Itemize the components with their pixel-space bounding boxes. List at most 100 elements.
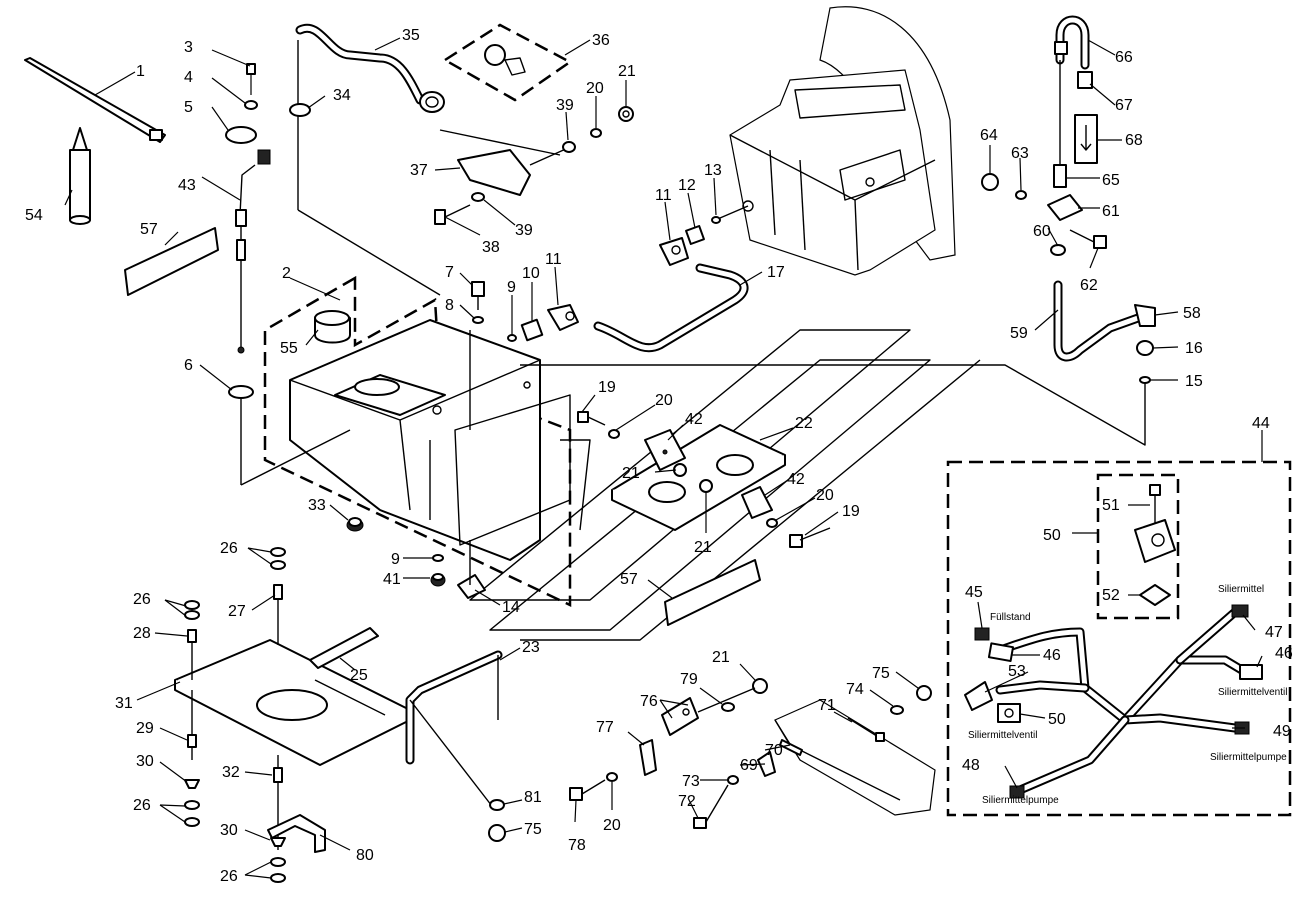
clamp-plate-42-upper — [644, 429, 686, 471]
strap-25 — [309, 627, 379, 669]
part-number-26-a: 26 — [220, 540, 238, 557]
filler-cap-group — [442, 23, 573, 102]
part-number-50-group: 50 — [1043, 527, 1061, 544]
level-sensor-assembly — [225, 63, 351, 486]
part-number-78: 78 — [568, 837, 586, 854]
part-number-26-d: 26 — [220, 868, 238, 885]
base-frame — [174, 639, 411, 766]
part-number-22: 22 — [795, 415, 813, 432]
part-number-26-c: 26 — [133, 797, 151, 814]
fitting-65 — [1053, 164, 1067, 188]
part-number-46-right: 46 — [1275, 645, 1293, 662]
bleed-screw — [471, 281, 485, 310]
connector-46-left — [987, 642, 1015, 662]
part-number-21-upper: 21 — [618, 63, 636, 80]
part-number-59: 59 — [1010, 325, 1028, 342]
adapter-12 — [685, 225, 705, 245]
part-number-21-bottom: 21 — [712, 649, 730, 666]
part-number-15: 15 — [1185, 373, 1203, 390]
screw-19-lower — [789, 527, 831, 548]
part-number-44: 44 — [1252, 415, 1270, 432]
part-number-51: 51 — [1102, 497, 1120, 514]
clamp-bolt-line — [697, 687, 756, 713]
part-number-20-lower: 20 — [816, 487, 834, 504]
part-number-19-lower: 19 — [842, 503, 860, 520]
adapter-10 — [520, 318, 544, 342]
part-number-81: 81 — [524, 789, 542, 806]
part-number-62: 62 — [1080, 277, 1098, 294]
nut-21-bottom — [752, 678, 768, 694]
part-number-35: 35 — [402, 27, 420, 44]
mounting-plate — [611, 424, 786, 531]
part-number-68: 68 — [1125, 132, 1143, 149]
part-number-26-b: 26 — [133, 591, 151, 608]
part-number-30-a: 30 — [136, 753, 154, 770]
part-number-60: 60 — [1033, 223, 1051, 240]
part-number-70: 70 — [765, 742, 783, 759]
hose-17 — [593, 263, 749, 353]
nut-75-lower — [488, 824, 506, 842]
part-number-9-lower: 9 — [391, 551, 400, 568]
part-number-23: 23 — [522, 639, 540, 656]
part-number-72: 72 — [678, 793, 696, 810]
part-number-75-lower: 75 — [524, 821, 542, 838]
filter-68 — [1074, 114, 1098, 164]
bolt-62 — [1069, 229, 1107, 249]
part-number-79: 79 — [680, 671, 698, 688]
part-number-34: 34 — [333, 87, 351, 104]
pin-71 — [847, 717, 885, 742]
part-number-31: 31 — [115, 695, 133, 712]
part-number-47: 47 — [1265, 624, 1283, 641]
warning-label-right — [664, 559, 761, 626]
part-number-20-bottom: 20 — [603, 817, 621, 834]
part-number-76: 76 — [640, 693, 658, 710]
part-number-45: 45 — [965, 584, 983, 601]
part-number-65: 65 — [1102, 172, 1120, 189]
nut-75-upper — [916, 685, 932, 701]
seal-8 — [472, 316, 484, 324]
nut-64 — [981, 173, 999, 191]
part-number-37: 37 — [410, 162, 428, 179]
caption-fuellstand: Füllstand — [990, 612, 1031, 623]
washer-63 — [1015, 190, 1027, 200]
caption-siliermittelpumpe-right: Siliermittelpumpe — [1210, 752, 1287, 763]
filler-cap — [314, 310, 351, 344]
washer-20-bottom — [606, 772, 618, 782]
caption-siliermittel: Siliermittel — [1218, 584, 1264, 595]
part-number-67: 67 — [1115, 97, 1133, 114]
fitting-16 — [1136, 340, 1154, 356]
part-number-1: 1 — [136, 63, 145, 80]
part-number-39-lower: 39 — [515, 222, 533, 239]
nut-21-lower — [699, 479, 713, 493]
screw-19-upper — [577, 411, 606, 426]
part-number-3: 3 — [184, 39, 193, 56]
connector-53 — [964, 681, 993, 711]
part-number-4: 4 — [184, 69, 193, 86]
washer-20-mid — [608, 429, 620, 439]
part-number-5: 5 — [184, 99, 193, 116]
part-number-11-upper: 11 — [655, 187, 672, 204]
elbow-58 — [1134, 304, 1156, 327]
part-number-11-lower: 11 — [545, 251, 562, 268]
part-number-57-left: 57 — [140, 221, 158, 238]
part-number-27: 27 — [228, 603, 246, 620]
machine-housing-outline — [729, 6, 956, 276]
valve-bolt-51 — [1149, 484, 1161, 525]
nut-21-upper — [618, 106, 634, 122]
part-number-41: 41 — [383, 571, 401, 588]
connector-50 — [997, 703, 1021, 723]
valve-coil-50 — [1134, 519, 1176, 563]
warning-label-left — [124, 227, 219, 296]
bolt-stack-left — [184, 600, 200, 827]
part-number-36: 36 — [592, 32, 610, 49]
cable-tie — [24, 57, 166, 143]
elbow-11-upper — [659, 237, 689, 266]
caption-siliermittelpumpe-left: Siliermittelpumpe — [982, 795, 1059, 806]
part-number-57-right: 57 — [620, 571, 638, 588]
washer-73 — [727, 775, 739, 785]
washer-20-lower — [766, 518, 778, 528]
washer-39-lower — [471, 192, 485, 202]
seal-15 — [1139, 376, 1151, 384]
valve-subgroup-outline — [1096, 473, 1180, 620]
part-number-17: 17 — [767, 264, 785, 281]
